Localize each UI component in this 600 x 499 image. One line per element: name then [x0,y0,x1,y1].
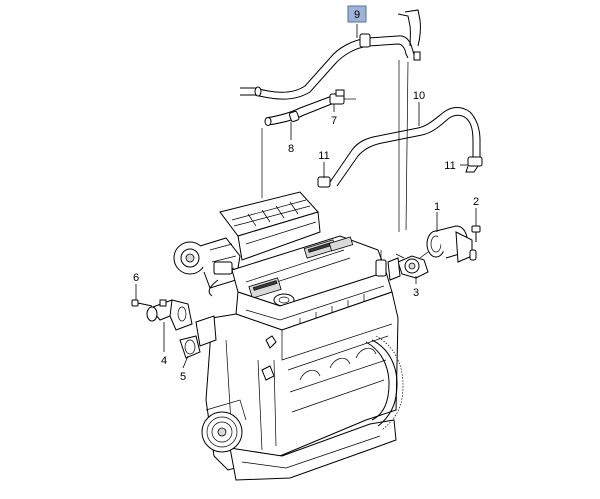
callout-11-left: 11 [318,150,329,162]
connector-7 [329,89,356,105]
callout-11-right: 11 [444,160,455,172]
hose-8 [264,95,335,126]
gasket-5 [179,335,201,359]
thermostat-housing-3 [387,251,429,281]
callout-3: 3 [413,287,419,299]
hose-end-fitting [413,51,421,61]
callout-1: 1 [434,201,440,213]
hose-10 [317,107,483,188]
hose-clamp [359,33,371,48]
callout-4: 4 [161,355,167,367]
callout-8: 8 [288,143,294,155]
engine-block [195,235,404,481]
hose-clamp-11-right [467,156,483,167]
sensor-right [375,250,387,277]
hose-clamp-11-left [317,176,331,188]
callout-10: 10 [413,90,425,102]
callout-2: 2 [473,196,479,208]
bolt-2 [471,225,481,242]
callout-5: 5 [180,371,186,383]
water-outlet-1 [426,225,477,263]
callout-9: 9 [354,9,360,21]
leader-lines [135,24,477,369]
highlight-box [347,5,367,23]
bolt-6 [131,299,153,307]
callout-6: 6 [133,272,139,284]
callout-7: 7 [331,115,337,127]
callout-9-box: 9 [347,5,367,23]
intake-manifold [173,191,321,297]
hose-9-assembly [240,9,421,100]
water-outlet-4 [146,299,193,331]
